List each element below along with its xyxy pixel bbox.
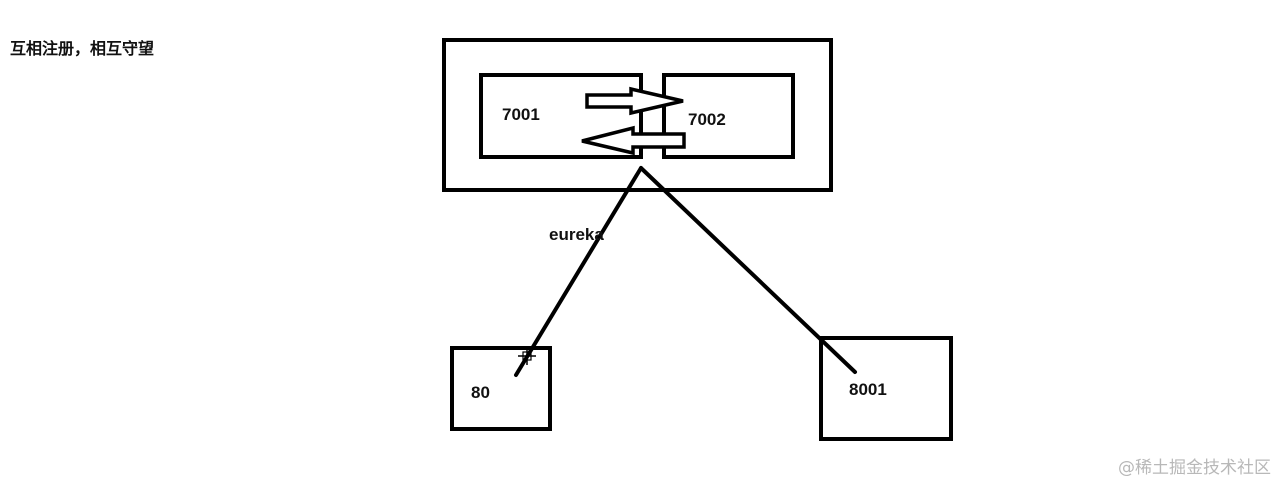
client-80-box: [450, 346, 552, 431]
client-8001-label: 8001: [849, 380, 887, 399]
client-80-label: 80: [471, 383, 490, 402]
register-arrow-right: [585, 86, 684, 116]
client-8001-box: [819, 336, 953, 441]
connector-eureka-80: [514, 166, 643, 377]
register-arrow-left: [581, 125, 686, 156]
server-7002-box: [662, 73, 795, 159]
page-title: 互相注册，相互守望: [10, 39, 155, 58]
crosshair-cursor-icon: [518, 347, 536, 365]
server-7001-box: [479, 73, 643, 159]
server-7002-label: 7002: [688, 110, 726, 129]
eureka-label: eureka: [549, 225, 604, 244]
eureka-cluster-box: [442, 38, 833, 192]
watermark: @稀土掘金技术社区: [1118, 458, 1271, 478]
connector-eureka-8001: [639, 166, 857, 374]
server-7001-label: 7001: [502, 105, 540, 124]
